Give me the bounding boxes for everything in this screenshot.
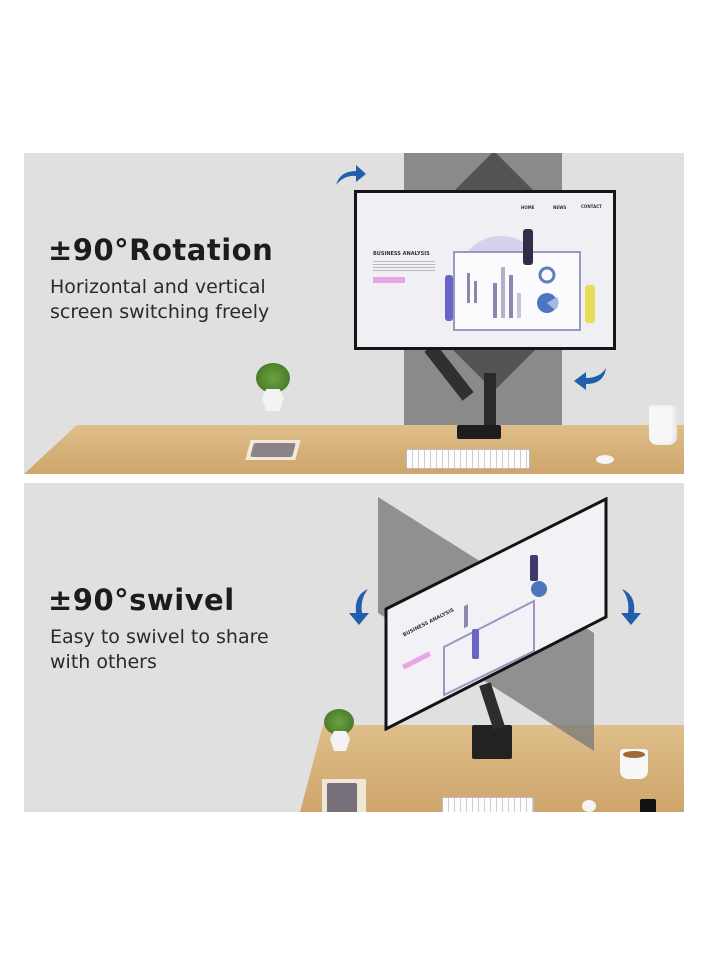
swivel-description-line-2: with others (50, 651, 157, 673)
swivel-description-line-1: Easy to swivel to share (50, 626, 269, 648)
coffee-mug (649, 405, 677, 445)
coffee-cup (620, 749, 648, 779)
screen-nav-contact: CONTACT (581, 204, 602, 209)
swiveled-monitor-screen (384, 496, 610, 732)
screen-person-left (445, 275, 453, 321)
monitor-arm-pole (484, 373, 496, 431)
curved-arrow-down-left-icon (346, 587, 372, 631)
plant-pot (262, 389, 284, 411)
screen-nav-home: HOME (521, 205, 535, 210)
mouse (596, 455, 614, 464)
rotation-description-line-1: Horizontal and vertical (50, 276, 266, 298)
phone (640, 799, 656, 812)
curved-arrow-left-icon (572, 366, 608, 396)
mouse (582, 800, 596, 812)
plant-pot (330, 731, 350, 751)
screen-nav-news: NEWS (553, 205, 567, 210)
screen-person-top (523, 229, 533, 265)
screen-person-right (585, 285, 595, 323)
screen-chart-board (453, 251, 581, 331)
plant-icon (324, 709, 354, 735)
screen-heading: BUSINESS ANALYSIS (373, 251, 430, 257)
rotation-description-line-2: screen switching freely (50, 301, 270, 323)
keyboard (442, 797, 534, 812)
desk (24, 425, 684, 474)
rotation-panel: ±90°Rotation Horizontal and vertical scr… (24, 153, 684, 474)
rotation-title: ±90°Rotation (48, 233, 274, 267)
curved-arrow-down-right-icon (618, 587, 644, 631)
tablet (245, 440, 301, 460)
swivel-panel: ±90°swivel Easy to swivel to share with … (24, 483, 684, 812)
monitor-arm-base (472, 725, 512, 759)
curved-arrow-up-right-icon (334, 163, 368, 191)
swivel-title: ±90°swivel (48, 583, 235, 617)
screen-body-text (373, 261, 435, 271)
monitor-screen: HOME NEWS CONTACT BUSINESS ANALYSIS (354, 190, 616, 350)
screen-cta-button (373, 277, 405, 283)
tablet (322, 779, 366, 812)
keyboard (406, 449, 530, 469)
monitor-arm-base (457, 425, 501, 439)
plant-icon (256, 363, 290, 393)
